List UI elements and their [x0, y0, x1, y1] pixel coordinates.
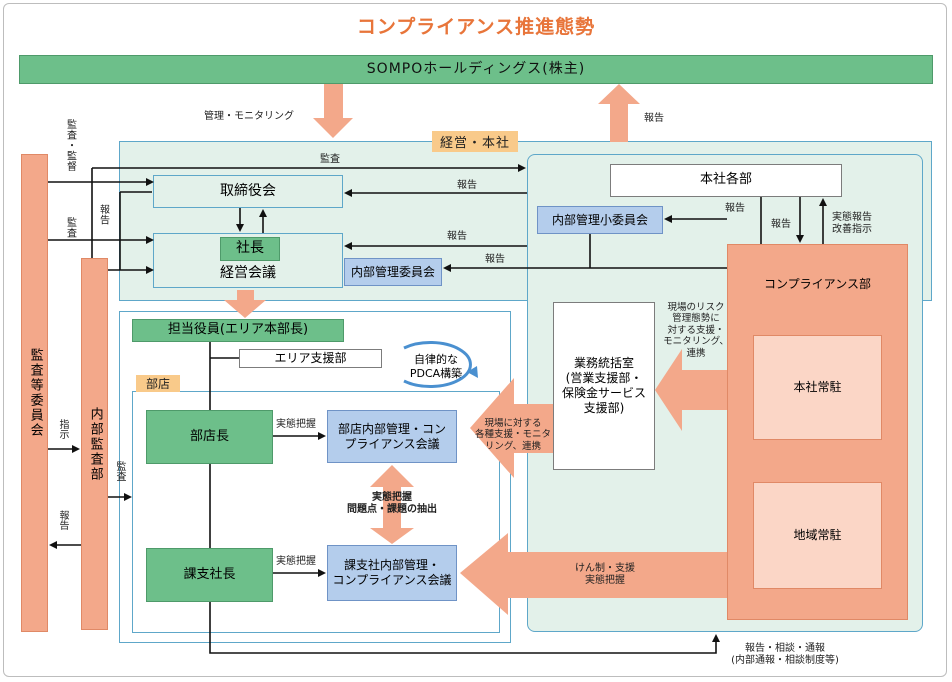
label-jittai-mondai: 実態把握 問題点・課題の抽出 [347, 492, 437, 515]
honsha-kakubu-box: 本社各部 [610, 164, 842, 197]
kansa-iinkai-pillar: 監査等委員会 [21, 154, 48, 632]
somp-holdings-bar: SOMPOホールディングス(株主) [19, 55, 933, 84]
torishimariyakukai-box: 取締役会 [153, 175, 343, 208]
label-jittai-haaku-1: 実態把握 [276, 419, 316, 430]
naibu-kanri-shoiinkai-box: 内部管理小委員会 [537, 206, 663, 234]
label-kansa-to-honsha: 監査 [320, 154, 340, 165]
pdca-label: 自律的な PDCA構築 [409, 353, 463, 380]
label-jittai-haaku-2: 実態把握 [276, 556, 316, 567]
label-houkoku-shacho: 報告 [447, 231, 467, 242]
label-houkoku-naibu: 報告 [485, 254, 505, 265]
naibu-kanri-iinkai-box: 内部管理委員会 [344, 258, 442, 286]
keiei-kaigi-label: 経営会議 [220, 265, 276, 282]
tab-buten: 部店 [136, 375, 180, 392]
butencho-box: 部店長 [146, 410, 273, 464]
label-houkoku-torishimari: 報告 [457, 180, 477, 191]
compliance-to-kashisha-arrow [460, 533, 727, 615]
label-kanri-monitoring: 管理・モニタリング [204, 111, 294, 122]
kashisha-kaigi-box: 課支社内部管理・ コンプライアンス会議 [327, 545, 457, 601]
label-houkoku-down: 報告 [771, 219, 791, 230]
label-kansa-a: 監査 [64, 217, 76, 238]
label-houkoku-komittee: 報告 [725, 203, 745, 214]
shacho-to-tantou-arrow [224, 290, 266, 318]
label-kansa-kantoku: 監査・監督 [64, 119, 76, 172]
outer-frame [3, 3, 947, 677]
gyoumu-toukatsu-box: 業務統括室 (営業支援部・ 保険金サービス 支援部) [553, 302, 655, 470]
chiiki-joutyu-box: 地域常駐 [753, 482, 882, 589]
buten-kaigi-box: 部店内部管理・コン プライアンス会議 [327, 410, 457, 463]
label-kansa-shiten: 監査 [114, 461, 125, 481]
houkoku-up-arrow [598, 84, 640, 142]
label-jittai-houkoku: 実態報告 改善指示 [832, 212, 872, 235]
label-genba-shien: 現場に対する 各種支援・モニタ リング、連携 [474, 418, 551, 452]
gyoumu-to-buten-arrow [470, 378, 553, 478]
buten-kaigi-exchange-arrow [370, 465, 414, 544]
label-houkoku-soudan: 報告・相談・通報 (内部通報・相談制度等) [731, 643, 839, 666]
label-houkoku-left: 報告 [57, 510, 68, 530]
label-houkoku-vertical: 報告 [97, 204, 109, 225]
compliance-to-gyoumu-arrow [655, 349, 727, 431]
label-kenseisei: けん制・支援 実態把握 [575, 563, 635, 586]
tantou-yakuin-box: 担当役員(エリア本部長) [132, 319, 344, 342]
kashishacho-box: 課支社長 [146, 548, 273, 602]
naibu-kansabu-pillar: 内部監査部 [81, 258, 108, 630]
shacho-box: 社長 [220, 237, 280, 261]
compliance-bu-label: コンプライアンス部 [764, 276, 871, 291]
label-houkoku-top: 報告 [644, 113, 664, 124]
kanri-monitoring-arrow [313, 84, 353, 138]
kansa-iinkai-label: 監査等委員会 [27, 348, 43, 438]
tab-keiei-honsha: 経営・本社 [432, 131, 518, 152]
naibu-kansabu-label: 内部監査部 [87, 406, 103, 482]
area-shienbu-box: エリア支援部 [239, 349, 382, 368]
label-shiji: 指示 [57, 419, 68, 439]
pdca-cycle-arrow [403, 341, 472, 388]
honsha-joutyu-box: 本社常駐 [753, 335, 882, 440]
diagram-title: コンプライアンス推進態勢 [356, 16, 596, 38]
label-genba-risk: 現場のリスク 管理態勢に 対する支援・ モニタリング、 連携 [663, 302, 729, 359]
